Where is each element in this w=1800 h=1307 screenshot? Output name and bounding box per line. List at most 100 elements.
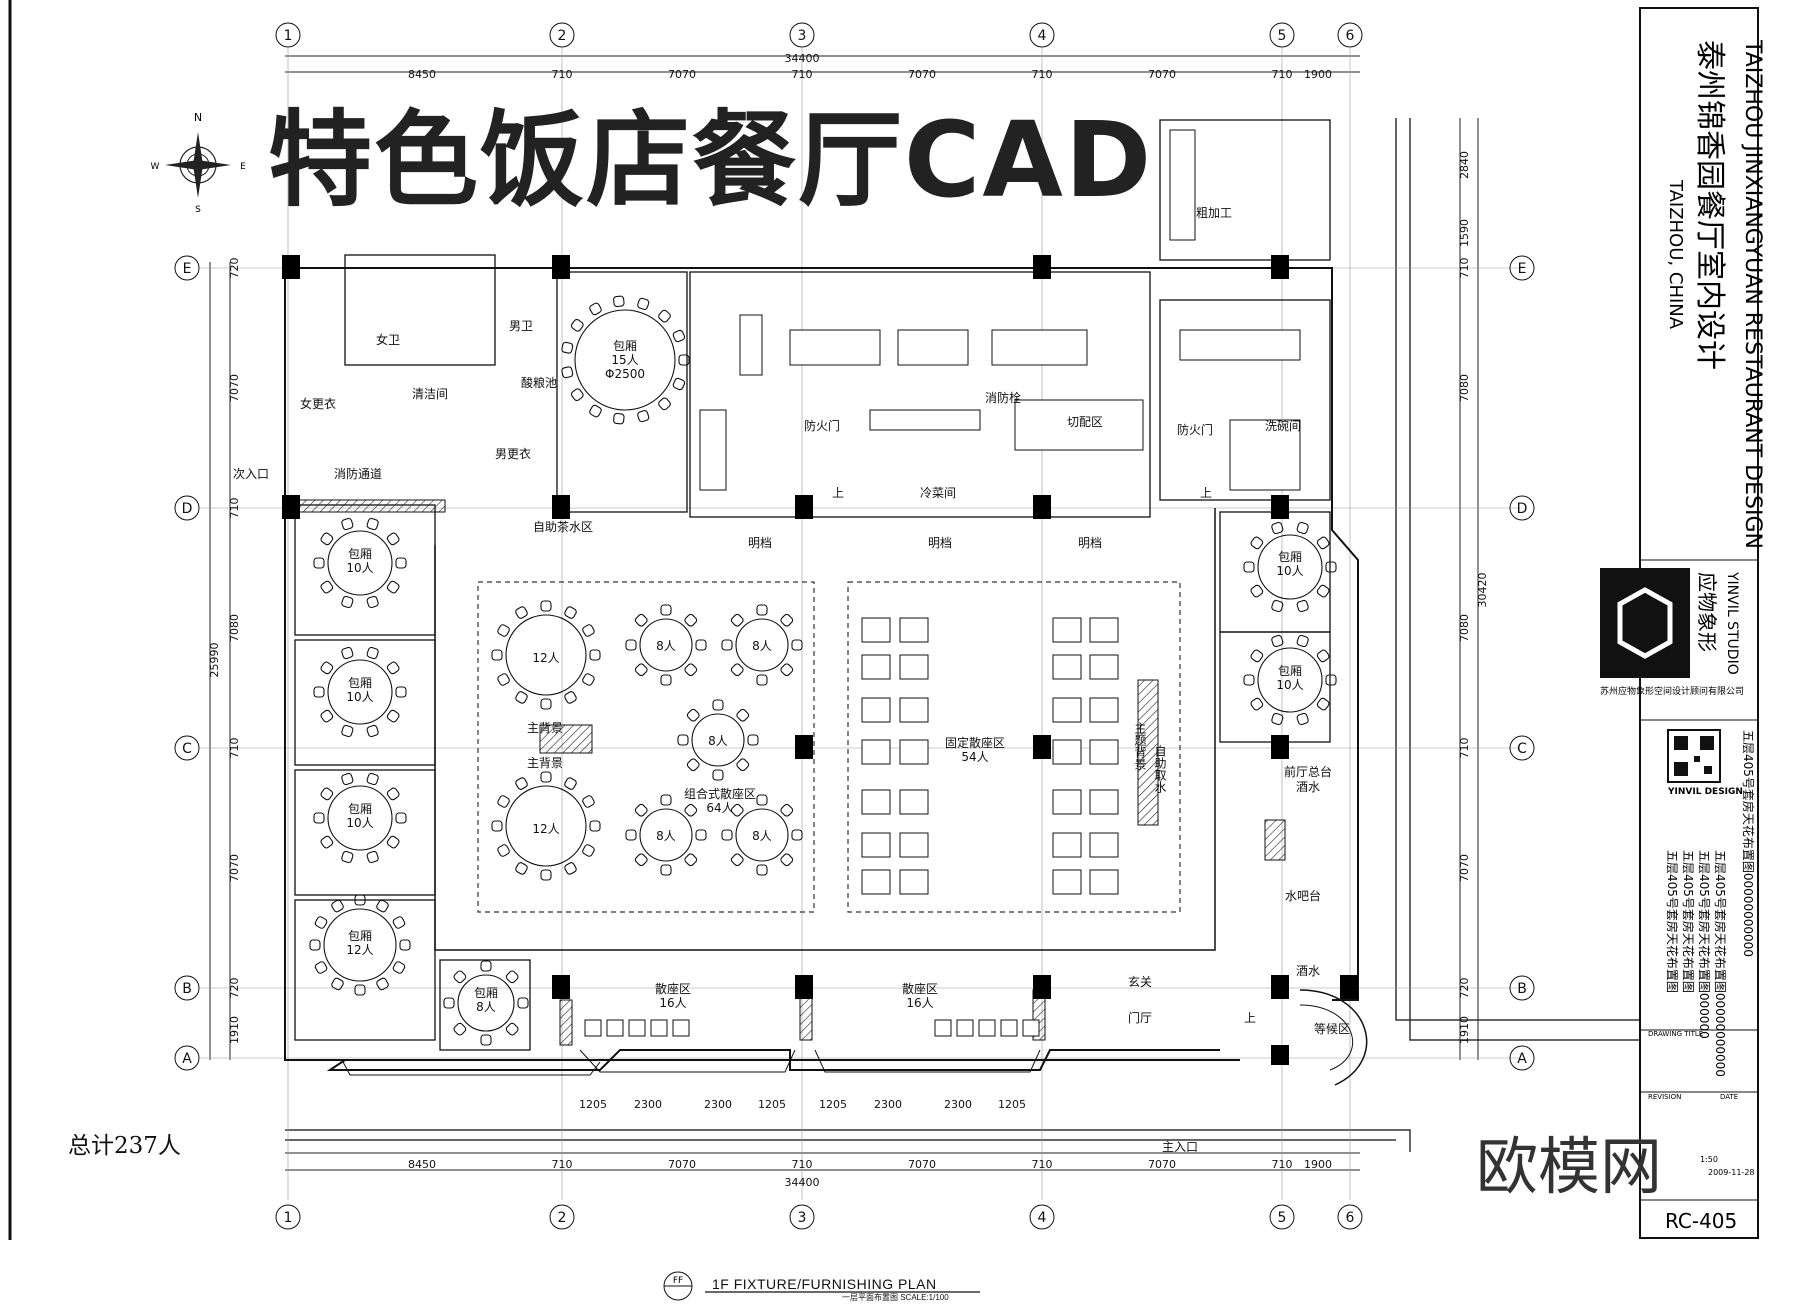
grid-col-6-bottom: 6 xyxy=(1346,1210,1355,1226)
chair xyxy=(366,595,379,609)
label-tea-area: 自助茶水区 xyxy=(533,519,593,534)
chair xyxy=(341,772,354,786)
booth-seat xyxy=(899,789,929,815)
chair xyxy=(570,388,584,402)
booth-seat xyxy=(1052,832,1082,858)
chair xyxy=(354,894,366,906)
grid-row-e: E xyxy=(183,261,192,277)
chair xyxy=(392,916,406,929)
chair xyxy=(1316,697,1330,711)
chair xyxy=(515,606,528,619)
chair xyxy=(730,613,744,627)
chair xyxy=(1316,584,1330,598)
chair xyxy=(395,557,407,569)
label-private-6: 包厢 xyxy=(1278,550,1302,564)
label-eight-4: 8人 xyxy=(656,829,676,843)
label-drinks-2: 酒水 xyxy=(1296,964,1320,978)
chair xyxy=(695,829,707,841)
compass-icon: N S E W xyxy=(151,111,247,215)
chair xyxy=(399,939,411,951)
dim-top-3: 710 xyxy=(792,68,813,81)
label-front-desk: 前厅总台 xyxy=(1284,764,1332,779)
booth-seat xyxy=(1052,869,1082,895)
booth-seat xyxy=(861,697,891,723)
grid-col-1: 1 xyxy=(284,28,293,44)
chair xyxy=(637,410,650,423)
chair xyxy=(1243,561,1255,573)
booth-seat xyxy=(1089,789,1119,815)
round-table xyxy=(327,530,393,596)
scatter-seat xyxy=(672,1019,690,1037)
round-table xyxy=(735,808,789,862)
grid-row-e-right: E xyxy=(1518,261,1527,277)
label-pass-1: 明档 xyxy=(748,536,772,550)
chair xyxy=(320,787,334,801)
dim-sm-2: 2300 xyxy=(704,1098,732,1111)
dim-sm-5: 2300 xyxy=(874,1098,902,1111)
dim-bottom-3: 710 xyxy=(792,1158,813,1171)
booth-seat xyxy=(1089,832,1119,858)
dim-left-5: 7070 xyxy=(228,854,241,882)
label-female-wc: 女卫 xyxy=(376,332,400,347)
dim-bottom-0: 8450 xyxy=(408,1158,436,1171)
dim-left-1: 7070 xyxy=(228,374,241,402)
label-lobby: 门厅 xyxy=(1128,1010,1152,1025)
chair xyxy=(589,649,601,661)
scatter-seat xyxy=(584,1019,602,1037)
chair xyxy=(1296,634,1309,648)
scatter-seat xyxy=(606,1019,624,1037)
label-private-2-cap: 10人 xyxy=(346,690,373,704)
chair xyxy=(678,354,690,366)
scatter-seat xyxy=(628,1019,646,1037)
chair xyxy=(1271,712,1284,726)
chair xyxy=(1243,674,1255,686)
dim-bottom-4: 7070 xyxy=(908,1158,936,1171)
label-cleaning: 清洁间 xyxy=(412,387,448,401)
label-private-3: 包厢 xyxy=(348,802,372,816)
chair xyxy=(658,397,671,411)
booth-seat xyxy=(1089,654,1119,680)
sheet-row-3: 五层405号套房天花布置图00000000000 xyxy=(1713,850,1728,1077)
label-private-big: 包厢 xyxy=(613,339,637,353)
label-fixed-cap: 54人 xyxy=(961,750,988,764)
company-name: 苏州应物象形空间设计顾问有限公司 xyxy=(1600,685,1744,697)
round-table xyxy=(1257,534,1323,600)
chair xyxy=(540,600,552,612)
chair xyxy=(320,709,334,723)
chair xyxy=(331,899,344,913)
dim-left-total: 25990 xyxy=(208,643,221,678)
booth-seat xyxy=(899,654,929,680)
label-scatter-2: 散座区 xyxy=(902,981,938,996)
chair xyxy=(660,864,672,876)
chair xyxy=(564,606,577,619)
chair xyxy=(497,673,510,686)
label-side-entrance: 次入口 xyxy=(233,467,269,481)
sheet-row-1: 五层405号套房天花布置图 xyxy=(1681,850,1696,993)
label-pass-3: 明档 xyxy=(1078,536,1102,550)
chair xyxy=(366,724,379,738)
grid-col-4: 4 xyxy=(1038,28,1047,44)
brand-name: YINVIL DESIGN xyxy=(1667,787,1743,797)
label-bg-main-2: 主背景 xyxy=(527,756,563,770)
grid-col-4-bottom: 4 xyxy=(1038,1210,1047,1226)
chair xyxy=(582,844,595,857)
chair xyxy=(721,829,733,841)
label-dish-wash: 洗碗间 xyxy=(1265,418,1301,433)
chair xyxy=(1296,521,1309,535)
round-table xyxy=(327,659,393,725)
dim-bottom-5: 710 xyxy=(1032,1158,1053,1171)
dim-top-7: 710 xyxy=(1272,68,1293,81)
chair xyxy=(366,646,379,660)
chair xyxy=(1296,599,1309,613)
chair xyxy=(491,649,503,661)
chair xyxy=(480,960,492,972)
chair xyxy=(505,1022,519,1036)
booth-seat xyxy=(1089,697,1119,723)
chair xyxy=(515,777,528,790)
chair xyxy=(695,639,707,651)
chair xyxy=(366,850,379,864)
label-private-5: 包厢 xyxy=(474,986,498,1000)
booth-seat xyxy=(1052,617,1082,643)
chair xyxy=(392,961,406,974)
dim-right-5: 710 xyxy=(1458,738,1471,759)
